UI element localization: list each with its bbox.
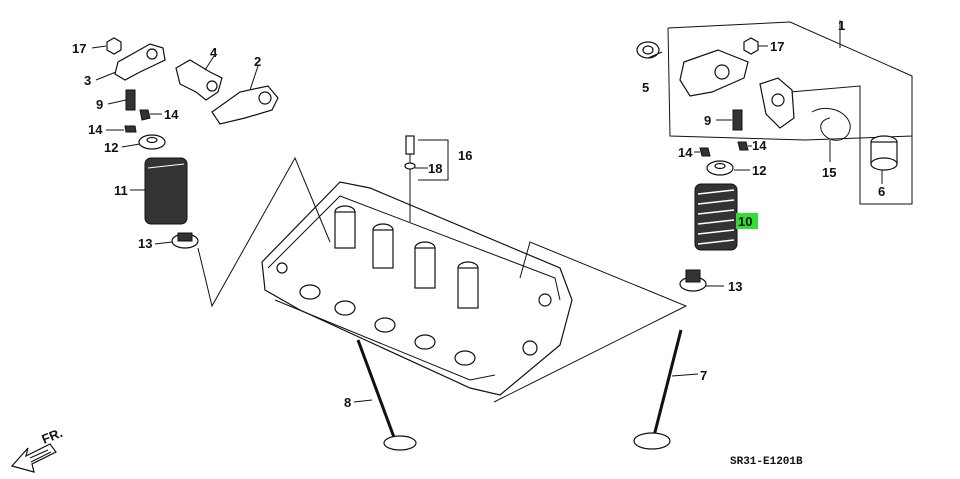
callout-8: 8 [344,395,351,410]
part-12-retainer-left [138,134,166,150]
part-rocker-arm-right-2 [759,77,795,129]
part-1-rocker-kit-outline [667,20,913,205]
callout-13-left: 13 [138,236,152,251]
callout-18: 18 [428,161,442,176]
callout-13-right: 13 [728,279,742,294]
callout-7: 7 [700,368,707,383]
callout-10: 10 [738,214,752,229]
callout-14-right-top: 14 [752,138,767,153]
cylinder-head [261,181,573,396]
front-label: FR. [40,425,65,447]
callout-9-right: 9 [704,113,711,128]
part-4-rocker-arm [175,59,223,101]
part-2-rocker-arm [211,85,279,125]
callout-14-right-bottom: 14 [678,145,693,160]
callout-2: 2 [254,54,261,69]
callout-11: 11 [114,183,128,198]
part-13-seal-right [679,269,707,292]
callout-3: 3 [84,73,91,88]
part-17-nut-left [106,37,122,55]
part-14-clip-right-bottom [699,147,711,157]
part-7-exhaust-valve [633,329,683,450]
part-6-bushing [870,135,898,171]
callout-4: 4 [210,45,218,60]
diagram-code: SR31-E1201B [730,456,803,468]
front-arrow-icon [10,443,57,473]
callout-12-right: 12 [752,163,766,178]
callout-5: 5 [642,80,649,95]
part-14-clip-right-top [737,141,749,151]
callout-17-left: 17 [72,41,86,56]
part-11-valve-spring [144,157,188,225]
part-18-oring [404,162,416,170]
part-5-collar [636,41,660,59]
part-12-retainer-right [706,160,734,176]
part-8-intake-valve [356,339,417,451]
callout-1: 1 [838,18,845,33]
part-13-seal-left [171,232,199,249]
callout-12-left: 12 [104,140,118,155]
part-9-spring-right [732,109,743,131]
callout-14-left-top: 14 [164,107,179,122]
leader-lines [91,45,883,403]
part-9-spring-left [125,89,136,111]
part-17-nut-right [743,37,759,55]
callout-6: 6 [878,184,885,199]
callout-17-right: 17 [770,39,784,54]
callout-14-left-bottom: 14 [88,122,103,137]
part-rocker-arm-right [679,49,749,97]
highlight-10 [736,213,758,229]
callout-15: 15 [822,165,836,180]
part-14-clip-left-bottom [124,125,137,133]
callout-16: 16 [458,148,472,163]
part-10-valve-spring [694,183,738,251]
part-3-rocker-arm [114,43,166,81]
callout-9-left: 9 [96,97,103,112]
part-14-clip-left-top [139,109,151,121]
part-15-lost-motion-spring [811,108,851,162]
